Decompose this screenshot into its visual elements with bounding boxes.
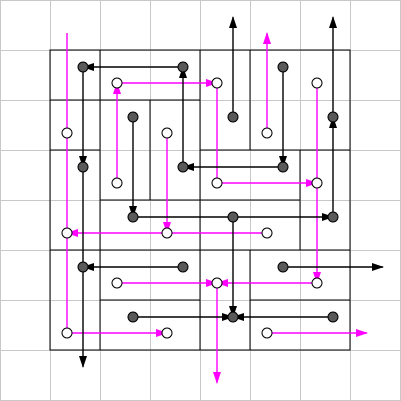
filled-node xyxy=(127,311,139,323)
open-node xyxy=(211,177,223,189)
open-node xyxy=(211,77,223,89)
open-node xyxy=(311,277,323,289)
filled-node xyxy=(77,161,89,173)
open-node xyxy=(111,77,123,89)
open-node xyxy=(311,77,323,89)
filled-node xyxy=(327,211,339,223)
filled-node xyxy=(227,311,239,323)
filled-node xyxy=(127,111,139,123)
open-node xyxy=(261,127,273,139)
open-node xyxy=(161,127,173,139)
open-node xyxy=(211,277,223,289)
filled-node xyxy=(277,161,289,173)
open-node xyxy=(261,227,273,239)
open-node xyxy=(311,177,323,189)
open-node xyxy=(61,227,73,239)
open-node xyxy=(161,227,173,239)
filled-node xyxy=(177,261,189,273)
filled-node xyxy=(277,261,289,273)
open-node xyxy=(111,277,123,289)
filled-node xyxy=(77,61,89,73)
filled-node xyxy=(277,61,289,73)
open-node xyxy=(111,177,123,189)
filled-node xyxy=(127,211,139,223)
maze-walls xyxy=(49,49,351,351)
filled-node xyxy=(227,111,239,123)
open-node xyxy=(61,127,73,139)
filled-node xyxy=(177,61,189,73)
open-node xyxy=(61,327,73,339)
node-layer xyxy=(61,61,339,339)
filled-node xyxy=(77,261,89,273)
filled-node xyxy=(177,161,189,173)
open-node xyxy=(161,327,173,339)
filled-node xyxy=(327,111,339,123)
wall-block xyxy=(249,299,351,351)
filled-node xyxy=(227,211,239,223)
filled-node xyxy=(327,311,339,323)
open-node xyxy=(261,327,273,339)
